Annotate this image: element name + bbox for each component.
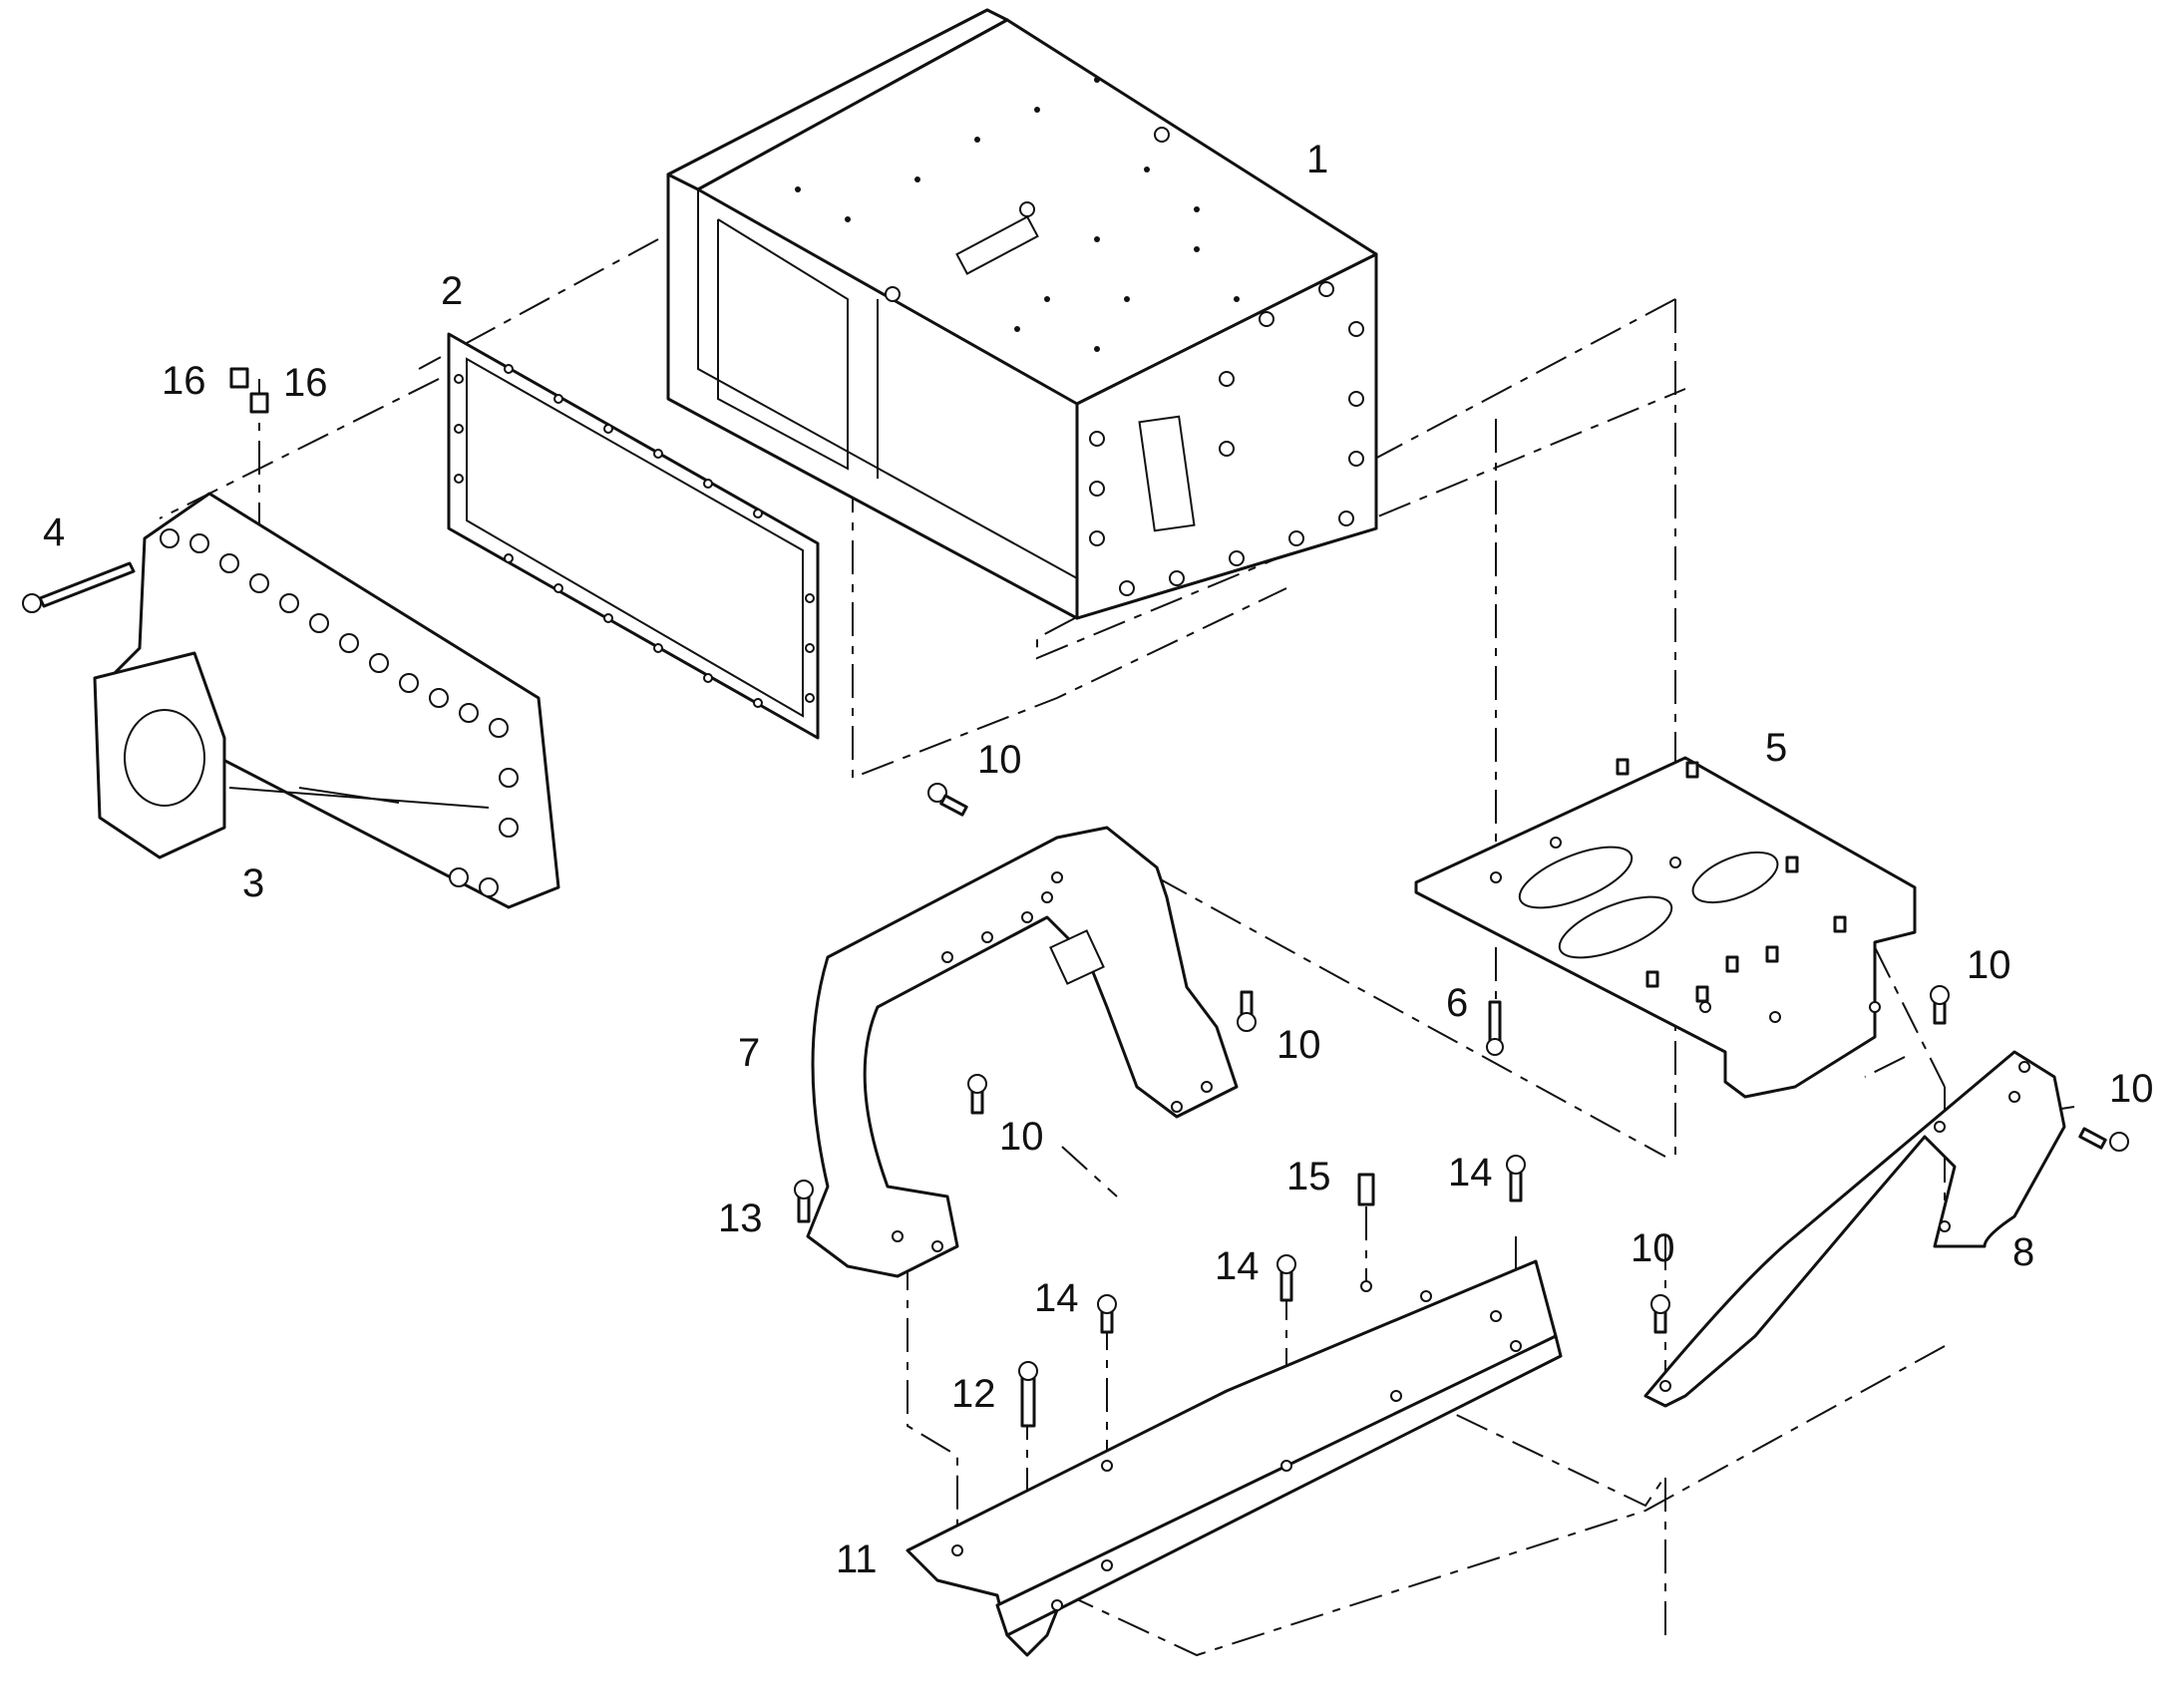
bolt-10-top xyxy=(927,783,968,817)
callout-part-10-mid: 10 xyxy=(1276,1023,1321,1067)
callout-part-14-c: 14 xyxy=(1448,1151,1493,1195)
bolt-12 xyxy=(1018,1361,1038,1428)
bolt-10-right-top xyxy=(1930,985,1950,1025)
plugs-part-16 xyxy=(229,367,269,414)
housing-side-bolts xyxy=(1089,281,1364,596)
callout-part-11: 11 xyxy=(836,1537,878,1581)
callout-part-15: 15 xyxy=(1286,1155,1331,1198)
callout-part-10-right-side: 10 xyxy=(2109,1067,2154,1111)
gasket xyxy=(447,332,820,740)
callout-part-3: 3 xyxy=(242,861,265,905)
bolt-15 xyxy=(1357,1173,1375,1206)
bolt-10-left xyxy=(967,1074,987,1115)
manifold-bolts xyxy=(160,528,519,897)
callout-part-5: 5 xyxy=(1765,726,1788,770)
housing-bolt-pattern xyxy=(795,77,1240,352)
callout-part-14-a: 14 xyxy=(1034,1276,1079,1320)
callout-part-16-right: 16 xyxy=(283,361,328,405)
callout-part-1: 1 xyxy=(1306,138,1329,181)
bolt-10-mid xyxy=(1237,990,1257,1032)
bolt-14-b xyxy=(1276,1254,1296,1302)
callout-part-2: 2 xyxy=(441,269,464,313)
heat-exchanger-housing xyxy=(666,8,1378,620)
callout-part-4: 4 xyxy=(43,511,66,554)
callout-part-10-left: 10 xyxy=(999,1115,1044,1159)
bolt-14-a xyxy=(1097,1294,1117,1334)
right-bracket xyxy=(1643,1050,2066,1408)
callout-part-10-lower: 10 xyxy=(1631,1226,1675,1270)
gasket-holes xyxy=(454,364,815,708)
callout-part-6: 6 xyxy=(1446,981,1469,1025)
base-rail xyxy=(906,1259,1563,1657)
bolt-13 xyxy=(794,1180,814,1223)
bolt-14-c xyxy=(1506,1155,1526,1202)
bolt-part-4 xyxy=(22,561,136,613)
callout-part-10-top: 10 xyxy=(977,738,1022,782)
fasteners xyxy=(794,783,2129,1428)
callout-part-16-left: 16 xyxy=(162,359,206,403)
bolt-10-right-side xyxy=(2078,1127,2129,1152)
callout-part-8: 8 xyxy=(2012,1230,2035,1274)
callout-part-14-b: 14 xyxy=(1215,1244,1260,1288)
callout-part-12: 12 xyxy=(951,1372,996,1416)
callout-part-7: 7 xyxy=(738,1031,761,1075)
callout-part-13: 13 xyxy=(718,1196,763,1240)
mounting-plate xyxy=(1414,756,1917,1099)
callout-part-10-right-top: 10 xyxy=(1967,943,2011,987)
bolt-10-lower xyxy=(1650,1294,1670,1334)
left-bracket xyxy=(806,826,1239,1278)
intake-manifold xyxy=(93,492,560,909)
bolt-part-6 xyxy=(1486,1000,1504,1056)
plate-studs xyxy=(1616,758,1847,1003)
